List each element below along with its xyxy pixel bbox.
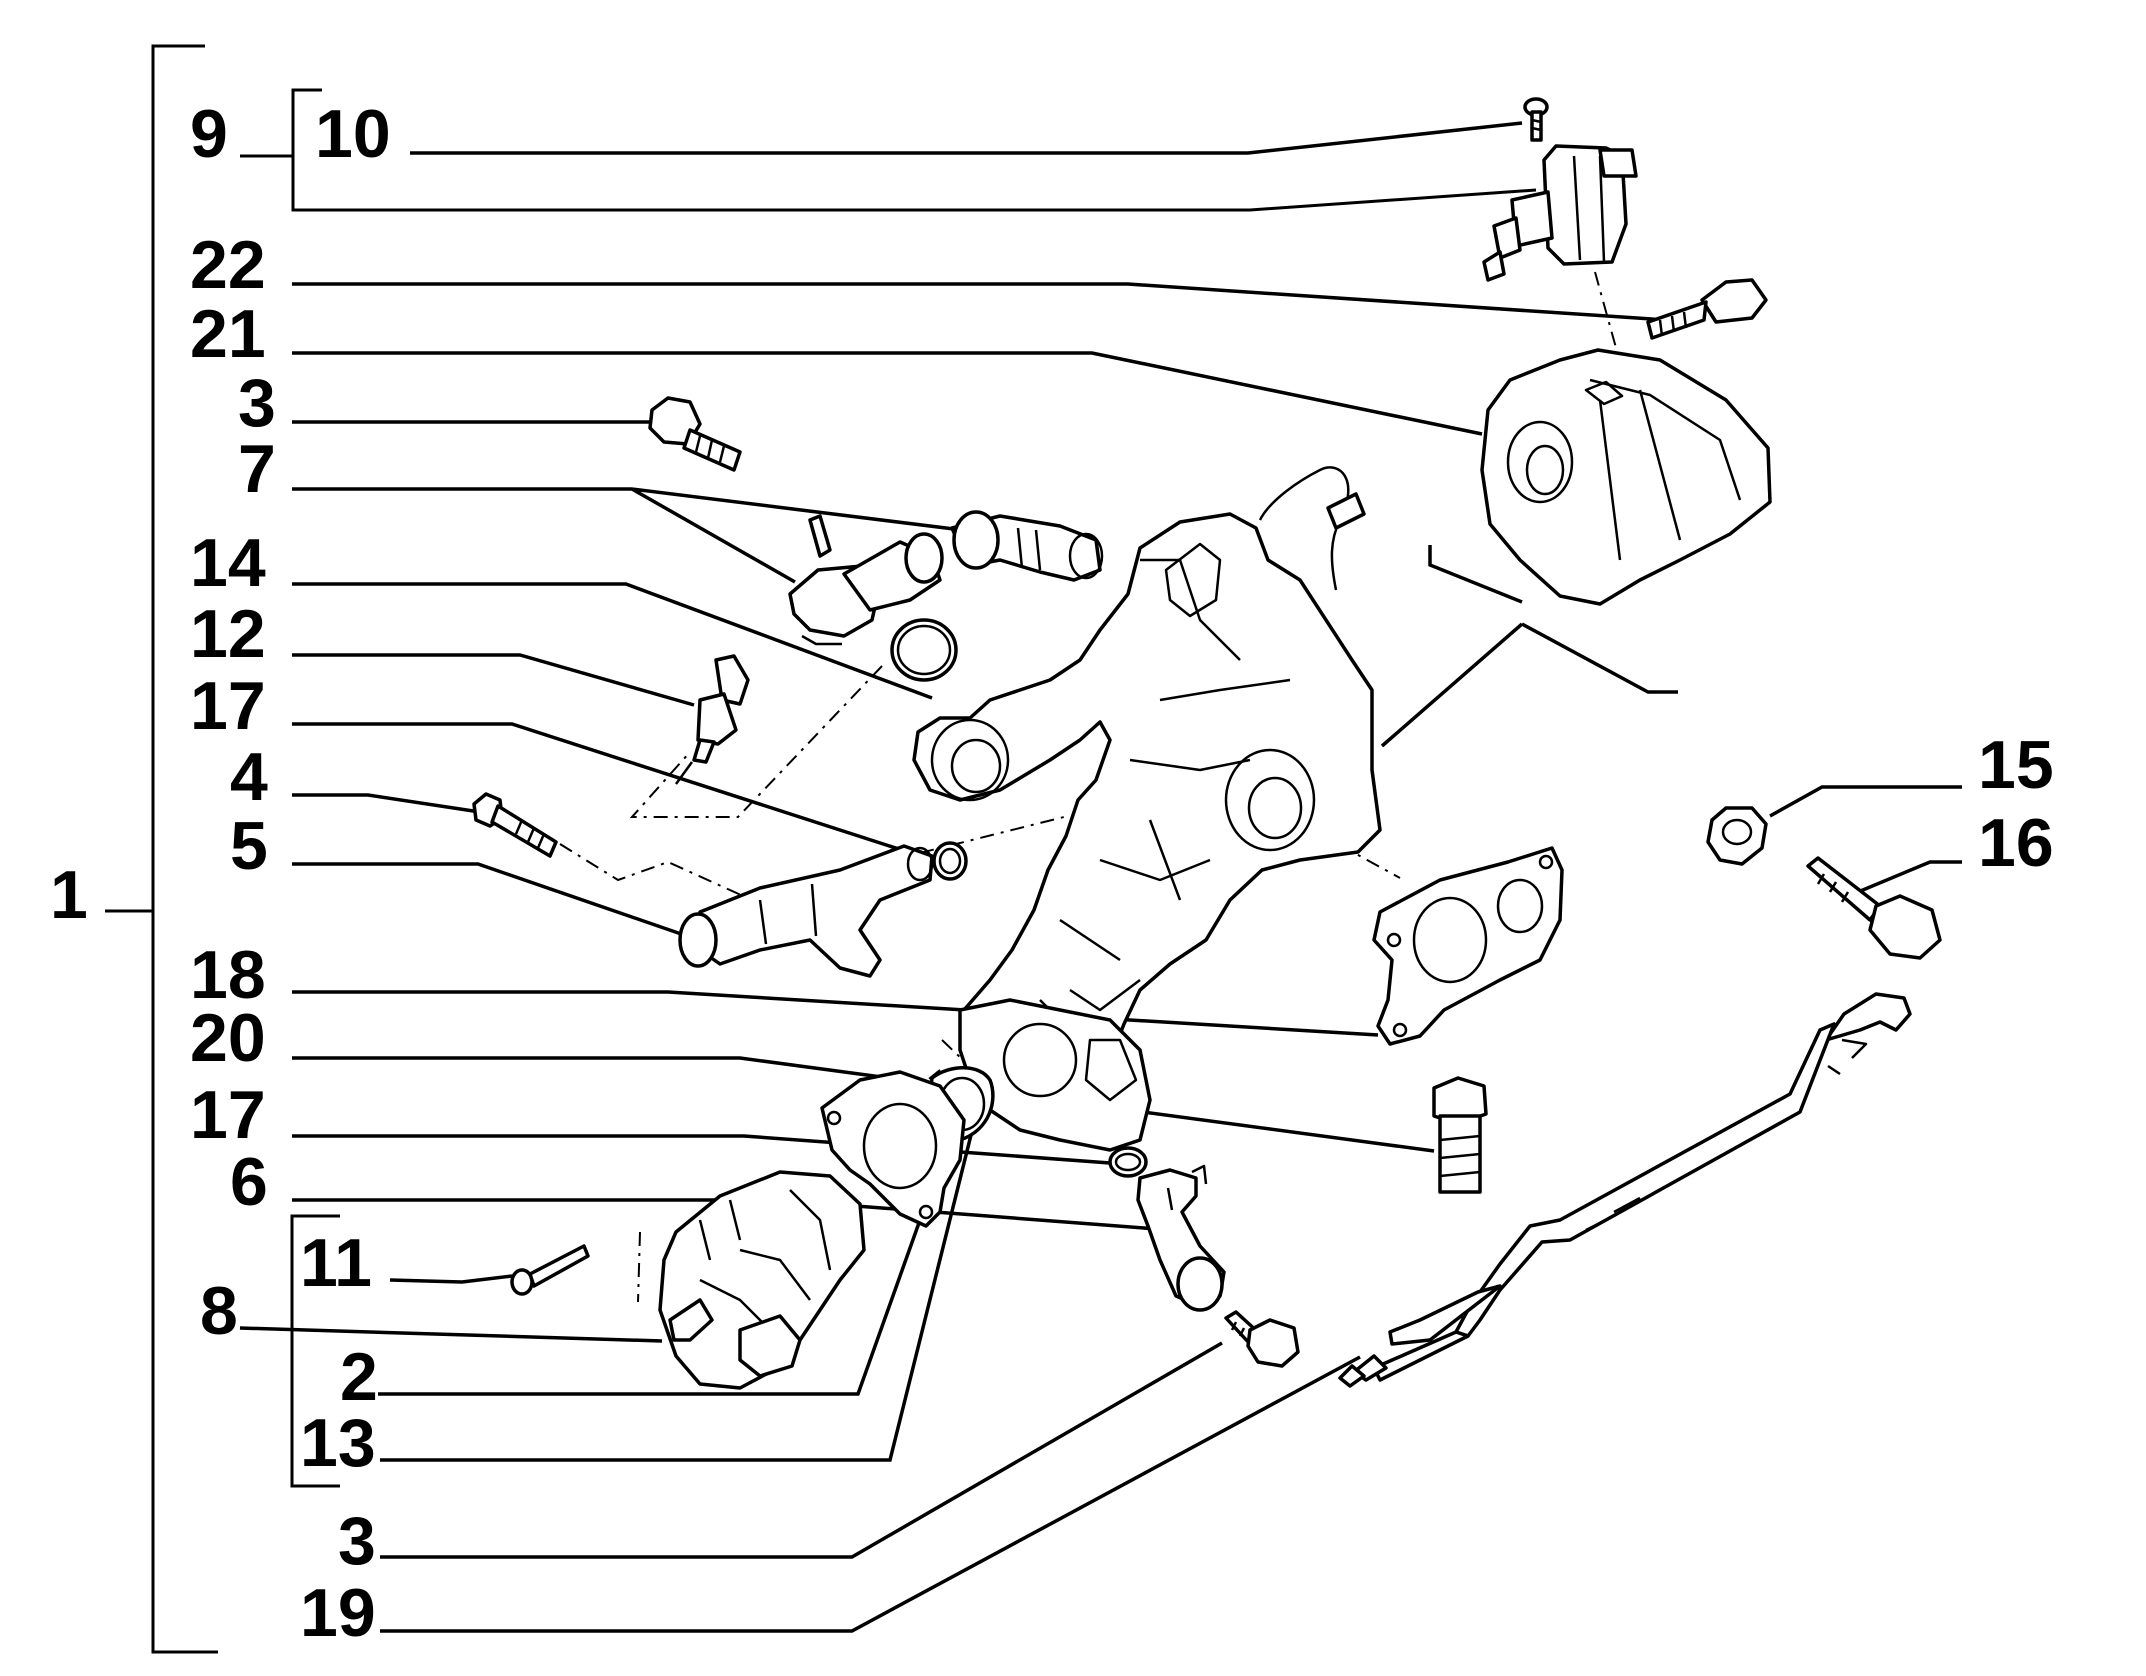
callout-7: 7 <box>238 431 276 507</box>
leader-15 <box>1769 785 1962 818</box>
callout-11: 11 <box>300 1225 372 1301</box>
axis-upper-left <box>629 665 883 818</box>
leader-21-bracket <box>1380 545 1678 748</box>
bolt-3-top <box>648 396 742 472</box>
group-bracket-1 <box>151 44 218 1654</box>
leader-17-bottom <box>292 1134 1111 1165</box>
leader-22 <box>292 282 1697 324</box>
callout-16: 16 <box>1978 805 2054 881</box>
callout-12: 12 <box>190 596 266 672</box>
callout-19: 19 <box>300 1575 376 1651</box>
leader-2 <box>378 1219 922 1396</box>
leader-20 <box>292 1056 1435 1153</box>
group-bracket-9 <box>291 88 1537 212</box>
axis-gasket-right <box>1257 799 1401 879</box>
callout-20: 20 <box>190 1000 266 1076</box>
callout-17-bottom: 17 <box>190 1077 266 1153</box>
fitting-6 <box>1136 1164 1226 1312</box>
callout-22: 22 <box>190 227 266 303</box>
leader-10 <box>410 121 1523 155</box>
screw-11 <box>510 1244 590 1296</box>
o-ring-17-bottom <box>1108 1146 1148 1178</box>
bolt-4 <box>472 792 558 858</box>
leader-8 <box>239 1326 663 1343</box>
callout-10: 10 <box>315 96 391 172</box>
leader-13 <box>380 1114 978 1462</box>
valve-9 <box>1482 144 1638 282</box>
bolt-22 <box>1646 278 1768 340</box>
hose-connector-7 <box>788 510 1104 646</box>
nut-15 <box>1706 806 1768 866</box>
o-ring-17-top <box>932 841 968 881</box>
group-bracket-8 <box>290 1214 340 1488</box>
axis-bolt-4 <box>559 843 753 901</box>
lower-housing <box>958 998 1152 1152</box>
leader-11 <box>389 1274 513 1284</box>
gasket-18 <box>1372 846 1564 1046</box>
leader-16 <box>1857 860 1962 894</box>
gasket-2 <box>820 1070 966 1228</box>
callout-15: 15 <box>1978 727 2054 803</box>
leader-14 <box>292 582 933 700</box>
callout-17-top: 17 <box>190 668 266 744</box>
callout-13: 13 <box>300 1405 376 1481</box>
callout-3-top: 3 <box>238 365 276 441</box>
callout-14: 14 <box>190 525 266 601</box>
leader-18 <box>292 990 1379 1037</box>
callout-1: 1 <box>50 857 88 933</box>
bolt-20 <box>1432 1076 1488 1194</box>
o-ring-14 <box>890 618 958 682</box>
leader-7 <box>292 487 963 584</box>
sensor-12 <box>674 654 750 785</box>
axis-valve-to-housing <box>1594 271 1619 356</box>
pipe-5 <box>678 844 934 978</box>
callout-6: 6 <box>230 1144 268 1220</box>
leader-19 <box>380 1355 1361 1633</box>
leader-5 <box>292 862 688 938</box>
leader-17-top <box>292 722 909 854</box>
leader-3-bottom <box>380 1341 1223 1559</box>
callout-18: 18 <box>190 937 266 1013</box>
callout-2: 2 <box>340 1339 378 1415</box>
callout-8: 8 <box>200 1273 238 1349</box>
callout-4: 4 <box>230 739 268 815</box>
leader-12 <box>292 653 695 707</box>
throttle-housing-21 <box>1480 348 1772 606</box>
main-housing <box>912 466 1382 1074</box>
screw-10 <box>1523 97 1549 142</box>
callout-5: 5 <box>230 808 268 884</box>
callout-9: 9 <box>190 96 228 172</box>
callout-3-bottom: 3 <box>338 1503 376 1579</box>
thermostat-housing-8 <box>658 1170 866 1390</box>
bolt-16 <box>1806 856 1942 960</box>
leader-21 <box>292 351 1483 436</box>
callout-21: 21 <box>190 296 266 372</box>
bolt-3-bottom <box>1224 1310 1300 1368</box>
leader-4 <box>292 793 481 814</box>
pipe-19 <box>1338 992 1912 1388</box>
